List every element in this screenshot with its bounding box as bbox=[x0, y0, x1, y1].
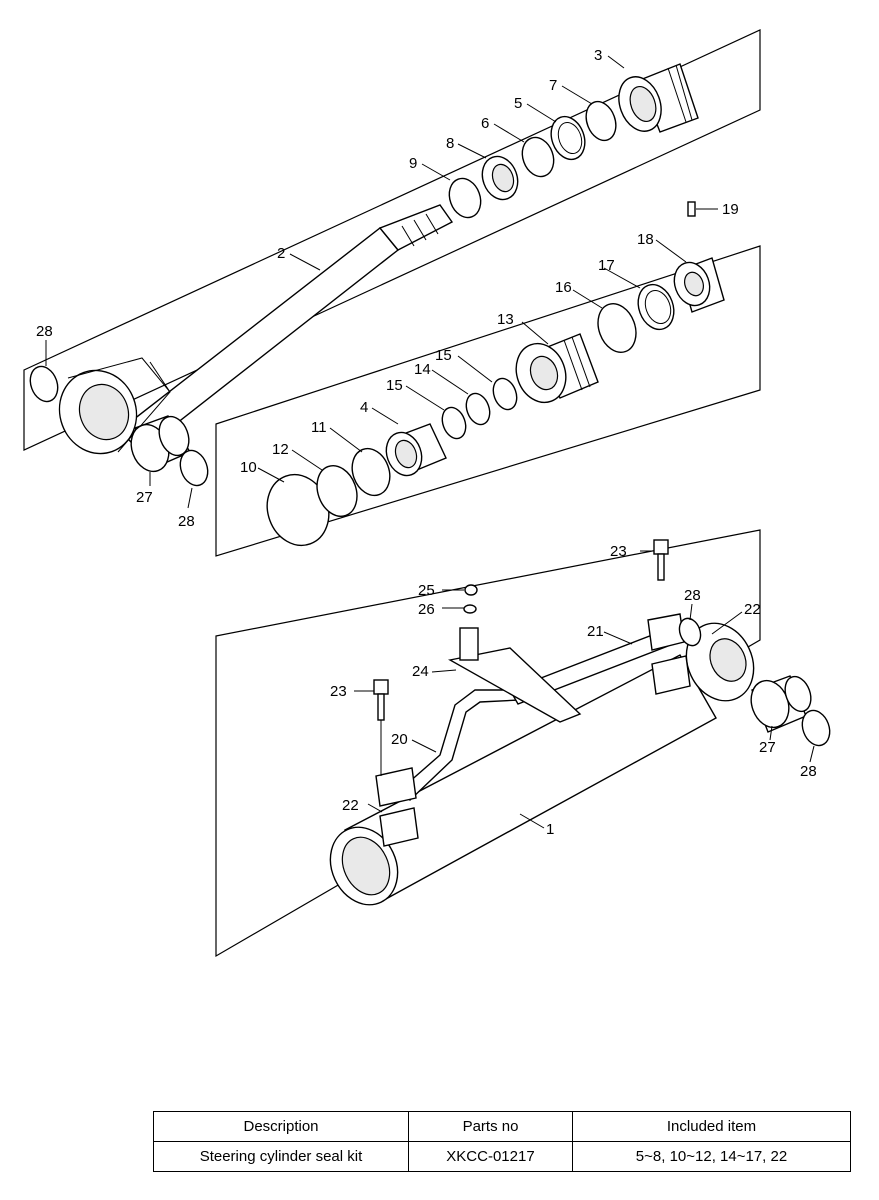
ring-14 bbox=[465, 392, 491, 426]
callout-28-tube-top: 28 bbox=[684, 587, 701, 604]
callout-9: 9 bbox=[409, 155, 417, 172]
callout-14: 14 bbox=[414, 361, 431, 378]
callout-24: 24 bbox=[412, 663, 429, 680]
bushing-27-tube bbox=[750, 675, 812, 733]
callout-26: 26 bbox=[418, 601, 435, 618]
callout-27-rod: 27 bbox=[136, 489, 153, 506]
nut-18 bbox=[673, 257, 725, 313]
callout-15-left: 15 bbox=[386, 377, 403, 394]
column-header-description: Description bbox=[153, 1111, 409, 1142]
nut-25 bbox=[464, 584, 478, 596]
ring-12 bbox=[316, 465, 358, 517]
ring-7 bbox=[585, 100, 617, 142]
ring-11 bbox=[351, 447, 391, 497]
set-screw-19 bbox=[687, 201, 696, 217]
callout-28-rod-left: 28 bbox=[36, 323, 53, 340]
callout-5: 5 bbox=[514, 95, 522, 112]
callout-21: 21 bbox=[587, 623, 604, 640]
cell-parts-no: XKCC-01217 bbox=[408, 1141, 573, 1172]
ring-28-rod-right bbox=[179, 449, 209, 487]
ring-16 bbox=[597, 303, 637, 353]
bolt-23-left bbox=[373, 679, 389, 776]
bushing-4 bbox=[385, 423, 447, 477]
ring-15-left bbox=[441, 406, 467, 440]
callout-17: 17 bbox=[598, 257, 615, 274]
piston-13 bbox=[515, 333, 599, 404]
seal-17 bbox=[637, 283, 675, 331]
callout-27-tube: 27 bbox=[759, 739, 776, 756]
callout-4: 4 bbox=[360, 399, 368, 416]
piston-rod bbox=[58, 204, 454, 455]
column-header-parts-no: Parts no bbox=[408, 1111, 573, 1142]
ring-28-rod-left bbox=[29, 365, 59, 403]
callout-13: 13 bbox=[497, 311, 514, 328]
rod-assembly-panel bbox=[23, 29, 761, 487]
callout-2: 2 bbox=[277, 245, 285, 262]
callout-28-tube-right: 28 bbox=[800, 763, 817, 780]
cell-description: Steering cylinder seal kit bbox=[153, 1141, 409, 1172]
callout-28-rod-right: 28 bbox=[178, 513, 195, 530]
ring-15-right bbox=[492, 377, 518, 411]
tube-panel-frame bbox=[215, 529, 761, 958]
callout-15-right: 15 bbox=[435, 347, 452, 364]
ring-9 bbox=[448, 177, 482, 219]
callout-20: 20 bbox=[391, 731, 408, 748]
tube-assembly-panel bbox=[215, 529, 831, 958]
callout-22-bottom: 22 bbox=[342, 797, 359, 814]
callout-25: 25 bbox=[418, 582, 435, 599]
gland-3 bbox=[618, 63, 699, 133]
ring-28-tube-right bbox=[801, 709, 831, 747]
callout-7: 7 bbox=[549, 77, 557, 94]
cell-included-item: 5~8, 10~12, 14~17, 22 bbox=[572, 1141, 851, 1172]
bolt-23-top bbox=[653, 539, 669, 581]
ring-28-tube-top bbox=[678, 617, 702, 647]
piston-panel-frame bbox=[215, 245, 761, 557]
flange-22-bottom bbox=[375, 767, 419, 847]
bushing-27-rod bbox=[130, 415, 192, 473]
callout-6: 6 bbox=[481, 115, 489, 132]
seal-kit-table: Description Parts no Included item Steer… bbox=[153, 1111, 851, 1172]
callout-12: 12 bbox=[272, 441, 289, 458]
callout-3: 3 bbox=[594, 47, 602, 64]
callout-11: 11 bbox=[311, 419, 327, 436]
seal-5 bbox=[550, 115, 586, 161]
callout-23-left: 23 bbox=[330, 683, 347, 700]
washer-26 bbox=[463, 604, 477, 614]
callout-1: 1 bbox=[546, 821, 554, 838]
callout-22-top: 22 bbox=[744, 601, 761, 618]
table-header-row: Description Parts no Included item bbox=[153, 1111, 851, 1142]
column-header-included-item: Included item bbox=[572, 1111, 851, 1142]
callout-16: 16 bbox=[555, 279, 572, 296]
table-row: Steering cylinder seal kit XKCC-01217 5~… bbox=[153, 1141, 851, 1172]
callout-10: 10 bbox=[240, 459, 257, 476]
callout-18: 18 bbox=[637, 231, 654, 248]
plate-24 bbox=[448, 627, 582, 723]
ring-6 bbox=[521, 136, 555, 178]
rod-panel-frame bbox=[23, 29, 761, 451]
callout-19: 19 bbox=[722, 201, 739, 218]
callout-8: 8 bbox=[446, 135, 454, 152]
wiper-8 bbox=[481, 155, 519, 201]
leader-lines bbox=[45, 55, 815, 829]
cylinder-tube-1 bbox=[329, 622, 755, 906]
piston-assembly-panel bbox=[215, 201, 761, 557]
callout-23-top: 23 bbox=[610, 543, 627, 560]
callout-labels: 3 7 5 6 8 9 2 28 27 28 19 18 17 16 13 15… bbox=[36, 47, 817, 838]
exploded-parts-diagram: 3 7 5 6 8 9 2 28 27 28 19 18 17 16 13 15… bbox=[23, 29, 831, 958]
